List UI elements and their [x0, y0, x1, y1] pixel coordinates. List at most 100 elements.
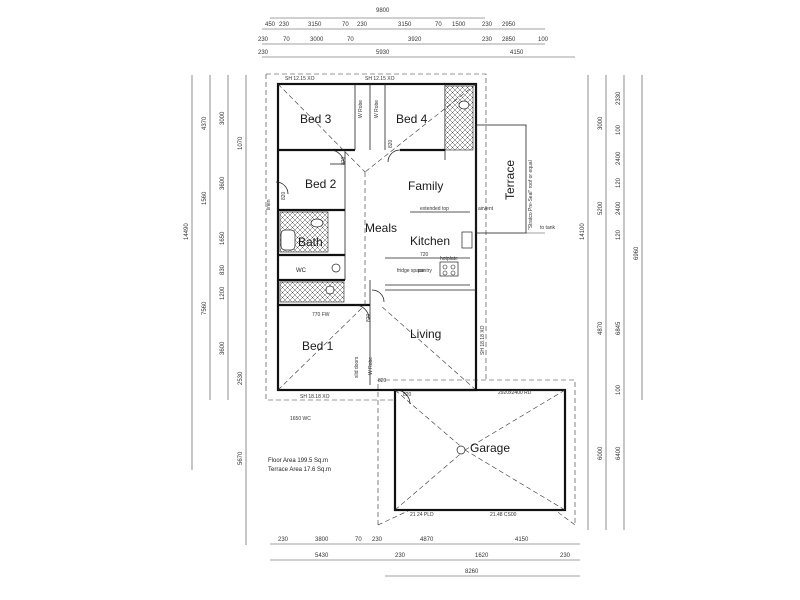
- dim-text: 14100: [580, 223, 586, 240]
- window-label: SH 18.18 XO: [480, 325, 486, 355]
- dim-text: 3600: [220, 341, 226, 355]
- wrobe-label: W Robe: [368, 357, 374, 375]
- dim-text: 230: [278, 537, 289, 543]
- window-label: SH 12.15 XO: [285, 76, 315, 82]
- dim-text: 5200: [598, 201, 604, 215]
- door-size-label: 820: [281, 191, 287, 200]
- dim-text: 5430: [315, 553, 329, 559]
- dim-text: 830: [220, 264, 226, 275]
- room-label-bed4: Bed 4: [396, 112, 428, 126]
- dim-text: 3920: [408, 37, 422, 43]
- dim-text: 120: [616, 177, 622, 188]
- dim-text: 4150: [510, 50, 524, 56]
- fw-label: 770 FW: [312, 312, 330, 318]
- basin-icon: [310, 218, 324, 228]
- dim-text: 1620: [475, 553, 489, 559]
- left-dimensions: 14490 4370 3000 1070 3600 1560 1650 830 …: [184, 75, 247, 545]
- room-label-living: Living: [410, 327, 441, 341]
- window-label: 1650 WC: [290, 416, 311, 422]
- garage-walls: [377, 379, 576, 526]
- dim-text: 2400: [616, 201, 622, 215]
- laundry-tiles: [279, 281, 345, 303]
- dim-text: 100: [616, 384, 622, 395]
- dim-text: 70: [283, 37, 290, 43]
- toilet-icon: [331, 263, 341, 273]
- door-size-label: 820: [403, 392, 412, 398]
- door-size-label: 820: [366, 313, 372, 322]
- hotplate-label: hotplate: [440, 256, 458, 262]
- door-swings: [275, 149, 411, 405]
- dim-text: 1070: [238, 136, 244, 150]
- kitchen-sink-icon: [461, 231, 473, 249]
- dim-text: 70: [355, 537, 362, 543]
- dim-text: 6000: [598, 446, 604, 460]
- dim-text: 230: [372, 537, 383, 543]
- room-label-kitchen: Kitchen: [410, 234, 450, 248]
- room-label-terrace: Terrace: [503, 160, 517, 200]
- terrace-roof-note: "Stratco Pre-Seal" roof or equal: [528, 160, 534, 230]
- dim-text: 100: [538, 37, 549, 43]
- room-label-garage: Garage: [470, 441, 510, 455]
- door-size-label: 820: [388, 139, 394, 148]
- garage-light-icon: [456, 445, 466, 455]
- dim-text: 450: [265, 22, 276, 28]
- dim-text: 230: [395, 553, 406, 559]
- house-walls: [276, 82, 478, 392]
- garage-door-note: 2920x2400 RD: [498, 390, 532, 396]
- dim-text: 7560: [202, 301, 208, 315]
- bathtub-icon: [280, 229, 296, 251]
- roof-hip-lines: [277, 83, 477, 391]
- room-labels: Bed 3 Bed 4 Bed 2 Family Meals Kitchen B…: [296, 112, 517, 455]
- dim-text: 100: [616, 124, 622, 135]
- burner-icon: [450, 264, 456, 270]
- dim-text: 70: [342, 22, 349, 28]
- bottom-dimensions: 230 3800 70 230 4870 4150 5430 230 1620 …: [270, 537, 580, 577]
- roof-outline: [266, 73, 487, 380]
- pantry-label: pantry: [418, 268, 432, 274]
- plinth-note-a: 21 24 PLD: [410, 512, 434, 518]
- dim-text: 4370: [202, 116, 208, 130]
- roof-outline-left: [265, 74, 395, 401]
- right-dimensions: 2330 3000 100 2400 120 2400 120 6960 100…: [580, 75, 643, 530]
- basin-icon: [458, 100, 470, 110]
- ensuite-shower-tiles: [444, 85, 474, 151]
- to-tank-note: to tank: [540, 225, 556, 231]
- dim-text: 3800: [315, 537, 329, 543]
- room-label-bath: Bath: [298, 235, 323, 249]
- fridge-label: fridge space: [397, 268, 424, 274]
- wrobe-label: W Robe: [358, 100, 364, 118]
- dim-left-overall: 14490: [184, 223, 190, 240]
- dim-text: 2530: [238, 371, 244, 385]
- airvent-label: airvent: [478, 206, 494, 212]
- room-label-bed2: Bed 2: [305, 177, 337, 191]
- dim-text: 4870: [598, 321, 604, 335]
- plinth-note-b: 21.48 CS00: [490, 512, 517, 518]
- door-size-label: 820: [378, 378, 387, 384]
- floor-area-note: Floor Area 199.5 Sq.m: [268, 458, 328, 464]
- dim-text: 6400: [616, 446, 622, 460]
- dim-text: 230: [357, 22, 368, 28]
- dim-text: 4870: [420, 537, 434, 543]
- dim-text: 70: [435, 22, 442, 28]
- dim-text: 3000: [598, 116, 604, 130]
- slide-doors-label: slid doors: [354, 356, 360, 378]
- window-label: SH 18.18 XO: [300, 394, 330, 400]
- room-label-family: Family: [408, 179, 443, 193]
- dim-text: 3000: [310, 37, 324, 43]
- room-label-meals: Meals: [365, 221, 397, 235]
- burner-icon: [450, 270, 456, 276]
- dim-text: 5670: [238, 451, 244, 465]
- burner-icon: [442, 264, 448, 270]
- dim-text: 230: [258, 50, 269, 56]
- dim-text: 1650: [220, 231, 226, 245]
- dim-text: 70: [347, 37, 354, 43]
- room-label-bed3: Bed 3: [300, 112, 332, 126]
- fixture-labels: W Robe W Robe W Robe slid doors linen fr…: [266, 100, 494, 398]
- wrobe-label: W Robe: [374, 100, 380, 118]
- room-label-wc: WC: [296, 268, 307, 274]
- dim-text: 230: [258, 37, 269, 43]
- dim-text: 2850: [502, 37, 516, 43]
- dim-text: 3000: [220, 111, 226, 125]
- burner-icon: [442, 270, 448, 276]
- door-size-label: 720: [420, 252, 429, 258]
